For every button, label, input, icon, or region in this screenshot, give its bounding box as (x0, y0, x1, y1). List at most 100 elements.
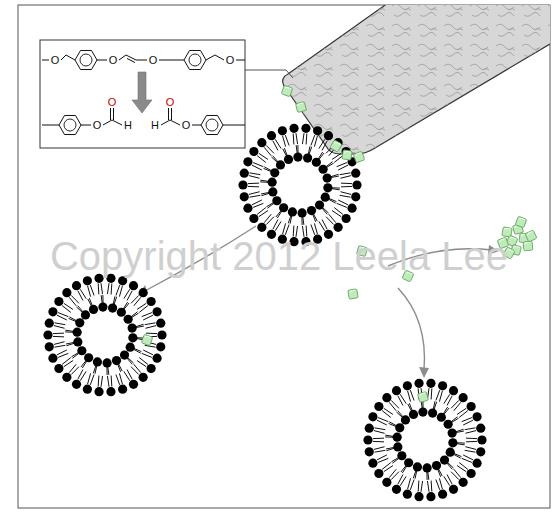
lipid-tail (54, 342, 65, 345)
lipid-head (75, 318, 84, 327)
particle-highlight (349, 290, 355, 293)
lipid-head (257, 138, 266, 147)
particle-face (342, 150, 352, 160)
lipid-head (392, 485, 401, 494)
lipid-tail (454, 402, 461, 410)
lipid-head (395, 423, 404, 432)
lipid-tail (334, 156, 343, 163)
lipid-tail (465, 428, 476, 430)
lipid-tail (88, 299, 92, 306)
lipid-tail (57, 350, 67, 355)
lipid-tail (249, 176, 260, 179)
probe-texture (283, 5, 550, 154)
lipid-head (279, 203, 288, 212)
lipid-head (73, 328, 82, 337)
atom-label: O (93, 120, 102, 131)
lipid-head (128, 323, 137, 332)
lipid-tail (71, 353, 78, 357)
lipid-tail (326, 217, 334, 225)
lipid-tail (338, 165, 348, 170)
lipid-tail (119, 286, 122, 297)
lipid-head (351, 192, 360, 201)
lipid-tail (314, 214, 318, 221)
lipid-tail (137, 361, 146, 367)
lipid-tail (248, 183, 259, 184)
lipid-tail (374, 447, 385, 450)
lipid-tail (78, 370, 83, 380)
lipid-head (257, 223, 266, 232)
lipid-tail (127, 358, 132, 364)
lipid-head (98, 302, 107, 311)
bond-lines (42, 55, 245, 63)
lipid-tail (373, 438, 384, 439)
atom-label: O (109, 55, 118, 66)
particle-face (525, 230, 537, 242)
lipid-tail (340, 192, 351, 195)
lipid-tail (332, 189, 340, 190)
lipid-tail (81, 361, 86, 367)
lipid-tail (71, 295, 79, 303)
lipid-tail (456, 429, 464, 431)
atom-label: H (151, 120, 159, 131)
particle-highlight (527, 232, 533, 236)
lipid-head (156, 319, 165, 328)
lipid-head (315, 200, 324, 209)
aromatic-circle (80, 54, 92, 66)
atom-label: O (182, 120, 191, 131)
lipid-tail (436, 480, 440, 490)
lipid-head (448, 438, 457, 447)
particle-highlight (514, 246, 520, 249)
lipid-head (62, 373, 71, 382)
lipid-head (449, 485, 458, 494)
lipid-tail (408, 391, 411, 402)
lipid-tail (131, 295, 139, 303)
lipid-tail (142, 353, 152, 357)
lipid-tail (116, 375, 120, 385)
lipid-tail (145, 323, 156, 325)
lipid-tail (341, 186, 352, 187)
lipid-tail (118, 364, 121, 371)
lipid-head (467, 402, 476, 411)
lipid-head (73, 337, 82, 346)
lipid-head (249, 147, 258, 156)
lipid-head (368, 459, 377, 468)
lipid-head (323, 183, 332, 192)
lipid-tail (413, 471, 416, 479)
lipid-tail (329, 199, 336, 203)
lipid-head (413, 462, 422, 471)
benzene-ring (75, 50, 97, 69)
lipid-tail (252, 200, 262, 205)
lipid-tail (389, 469, 396, 477)
lipid-tail (90, 375, 94, 385)
particle-face (348, 289, 358, 299)
lipid-tail (248, 186, 259, 187)
lipid-head (147, 297, 156, 306)
lipid-tail (69, 364, 76, 372)
lipid-head (438, 381, 447, 390)
lipid-tail (119, 364, 123, 371)
lipid-tail (146, 333, 157, 334)
lipid-tail (273, 156, 278, 162)
arrow-curve (398, 288, 424, 370)
lipid-head (352, 180, 361, 189)
lipid-head (240, 192, 249, 201)
lipid-head (307, 206, 316, 215)
particle (523, 241, 533, 251)
lipid-tail (283, 223, 286, 234)
lipid-tail (66, 342, 74, 344)
lipid-head (278, 126, 287, 135)
lipid-head (293, 152, 302, 161)
liposome (43, 274, 166, 397)
lipid-tail (378, 418, 388, 422)
lipid-head (124, 315, 133, 324)
lipid-tail (447, 463, 452, 469)
lipid-tail (303, 217, 304, 225)
lipid-tail (264, 214, 271, 222)
lipid-head (401, 415, 410, 424)
particle (525, 230, 537, 242)
lipid-tail (101, 283, 103, 294)
lipid-tail (249, 195, 260, 197)
lipid-tail (434, 402, 437, 410)
atom-label: O (149, 55, 158, 66)
